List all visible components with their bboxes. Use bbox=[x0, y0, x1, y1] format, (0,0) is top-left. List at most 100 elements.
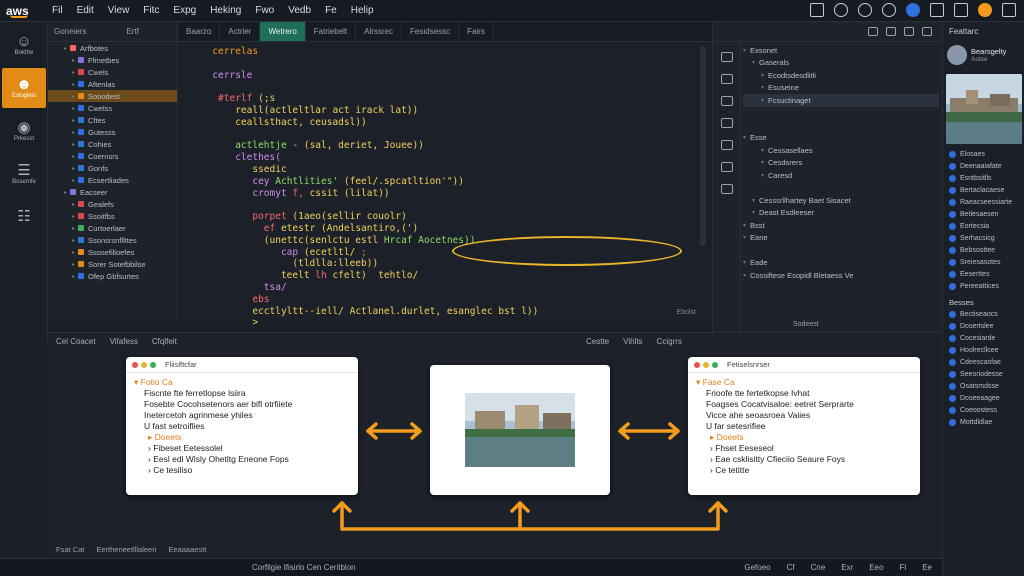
tree-item[interactable]: ▸Cwels bbox=[48, 66, 177, 78]
menu-item[interactable]: Helip bbox=[350, 5, 374, 16]
outline-item[interactable]: ▾Cesssrllhartey Baet Sisacet bbox=[743, 194, 939, 207]
menu-item[interactable]: Heking bbox=[210, 5, 242, 16]
layers-icon[interactable] bbox=[721, 52, 733, 62]
tree-item[interactable]: ▸Cohies bbox=[48, 138, 177, 150]
people-item[interactable]: Bertaclacaese bbox=[943, 184, 1024, 196]
editor-tab[interactable]: Actrier bbox=[220, 22, 261, 41]
outline-item[interactable]: ▾Cossiftese Esopidl Bletaess Ve bbox=[743, 269, 939, 282]
outline-item[interactable]: ▾Esuseine bbox=[743, 82, 939, 95]
outline-item[interactable] bbox=[743, 244, 939, 257]
tree-item[interactable]: ▸Coernsrs bbox=[48, 150, 177, 162]
user-card[interactable]: Bearsgelty Aotse bbox=[943, 40, 1024, 70]
status-item[interactable]: Cne bbox=[810, 563, 826, 572]
people-item[interactable]: Doseeaagee bbox=[943, 392, 1024, 404]
editor-tab[interactable]: Fesidsessc bbox=[402, 22, 460, 41]
refresh-icon[interactable] bbox=[904, 27, 914, 36]
menu-item[interactable]: View bbox=[107, 5, 130, 16]
outline-item[interactable]: ▾Eade bbox=[743, 257, 939, 270]
people-item[interactable]: Bebsosttee bbox=[943, 244, 1024, 256]
user-icon[interactable] bbox=[882, 3, 896, 17]
image-icon[interactable] bbox=[721, 74, 733, 84]
save-icon[interactable] bbox=[810, 3, 824, 17]
tree-item[interactable]: ▸Gutesss bbox=[48, 126, 177, 138]
status-item[interactable]: Fl bbox=[899, 563, 907, 572]
tree-item[interactable]: ▸Ecsertliades bbox=[48, 174, 177, 186]
tree-item[interactable]: ▸Eacseer bbox=[48, 186, 177, 198]
tree-item[interactable]: ▸Arfbotes bbox=[48, 42, 177, 54]
image-card[interactable] bbox=[430, 365, 610, 495]
outline-item[interactable]: ▾Caresd bbox=[743, 169, 939, 182]
terminal-icon[interactable] bbox=[721, 184, 733, 194]
tree-item[interactable]: ▸Ofep Gbfsurtes bbox=[48, 270, 177, 282]
people-item[interactable]: Mottdldlae bbox=[943, 416, 1024, 428]
notifications-icon[interactable] bbox=[978, 3, 992, 17]
tools-icon[interactable] bbox=[954, 3, 968, 17]
editor-tab[interactable]: Fairs bbox=[459, 22, 494, 41]
people-item[interactable]: Sreiesasotes bbox=[943, 256, 1024, 268]
editor-tab[interactable]: Baarzo bbox=[178, 22, 221, 41]
tree-item[interactable]: ▸Gonfs bbox=[48, 162, 177, 174]
code-area[interactable]: cerrelas cerrsle #terlf (;s reall(actlel… bbox=[178, 42, 712, 329]
tree-item[interactable]: ▸Gealefs bbox=[48, 198, 177, 210]
activity-item[interactable]: ☷ bbox=[2, 197, 46, 237]
outline-item[interactable]: ▾Ecodtsdesdlitli bbox=[743, 69, 939, 82]
menu-item[interactable]: Fwo bbox=[255, 5, 275, 16]
people-item[interactable]: Deenaaiafate bbox=[943, 160, 1024, 172]
people-item[interactable]: Elosaes bbox=[943, 148, 1024, 160]
outline-item[interactable]: ▾Gaserals bbox=[743, 57, 939, 70]
extensions-icon[interactable] bbox=[1002, 3, 1016, 17]
sync-icon[interactable] bbox=[858, 3, 872, 17]
more-icon[interactable] bbox=[922, 27, 932, 36]
people-item[interactable]: Cocesiarde bbox=[943, 332, 1024, 344]
people-item[interactable]: Osatsmdsse bbox=[943, 380, 1024, 392]
editor-tab[interactable]: Alrssrec bbox=[356, 22, 403, 41]
table-icon[interactable] bbox=[721, 96, 733, 106]
outline-item[interactable]: ▾Exsonet bbox=[743, 44, 939, 57]
bottom-tab[interactable]: Cestte bbox=[586, 336, 610, 346]
people-item[interactable]: Hoolrecllcee bbox=[943, 344, 1024, 356]
outline-item[interactable] bbox=[743, 107, 939, 120]
status-item[interactable]: Exr bbox=[841, 563, 854, 572]
outline-item[interactable]: ▾Deast Esdleeser bbox=[743, 207, 939, 220]
tree-item[interactable]: ▸Curtoerlaer bbox=[48, 222, 177, 234]
outline-item[interactable]: ▾Cessasellaes bbox=[743, 144, 939, 157]
people-item[interactable]: Esntbsitlls bbox=[943, 172, 1024, 184]
people-item[interactable]: Dosertslee bbox=[943, 320, 1024, 332]
account-icon[interactable] bbox=[906, 3, 920, 17]
outline-item[interactable] bbox=[743, 182, 939, 195]
bottom-tab[interactable]: Cel Coacet bbox=[56, 336, 96, 346]
people-item[interactable]: Cdeescasfae bbox=[943, 356, 1024, 368]
box-icon[interactable] bbox=[721, 140, 733, 150]
activity-item[interactable]: ☺Bokthe bbox=[2, 25, 46, 65]
outline-item[interactable]: ▾Eane bbox=[743, 232, 939, 245]
status-item[interactable]: Gefoeo bbox=[744, 563, 771, 572]
editor-tab[interactable]: Wetrero bbox=[260, 22, 306, 41]
bottom-tab[interactable]: Ccigrrs bbox=[656, 336, 682, 346]
people-item[interactable]: Raeacseessiarte bbox=[943, 196, 1024, 208]
bottom-tab[interactable]: Cfqlfeit bbox=[151, 336, 177, 346]
landscape-thumbnail[interactable] bbox=[946, 74, 1022, 144]
activity-item[interactable]: ☰Bosemfe bbox=[2, 154, 46, 194]
layout-icon[interactable] bbox=[930, 3, 944, 17]
people-item[interactable]: Serhacsicg bbox=[943, 232, 1024, 244]
menu-item[interactable]: Vedb bbox=[288, 5, 312, 16]
folder-icon[interactable] bbox=[721, 162, 733, 172]
settings-icon[interactable] bbox=[834, 3, 848, 17]
outline-item[interactable] bbox=[743, 119, 939, 132]
menu-item[interactable]: Fe bbox=[325, 5, 337, 16]
menu-item[interactable]: Fil bbox=[52, 5, 63, 16]
status-item[interactable]: Ee bbox=[922, 563, 932, 572]
tree-item[interactable]: ▸Aftenlas bbox=[48, 78, 177, 90]
activity-item[interactable]: ◉Prkesst bbox=[2, 111, 46, 151]
outline-item[interactable]: ▾Cesdsrers bbox=[743, 157, 939, 170]
menu-item[interactable]: Fitc bbox=[143, 5, 160, 16]
menu-item[interactable]: Edit bbox=[76, 5, 94, 16]
people-item[interactable]: Seeoriodesse bbox=[943, 368, 1024, 380]
outline-item[interactable]: ▾Esse bbox=[743, 132, 939, 145]
menu-item[interactable]: Expg bbox=[173, 5, 197, 16]
chart-icon[interactable] bbox=[721, 118, 733, 128]
filter-icon[interactable] bbox=[886, 27, 896, 36]
editor-scrollbar[interactable] bbox=[700, 46, 706, 246]
